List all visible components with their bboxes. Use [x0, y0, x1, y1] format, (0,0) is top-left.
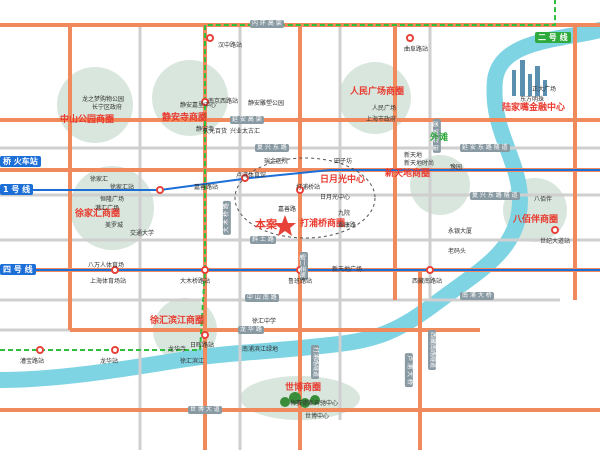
- metro-badge-line4: 四 号 线: [0, 264, 36, 275]
- poi-longzhimeng[interactable]: 龙之梦购物公园: [82, 96, 125, 103]
- district-peoples-square: 人民广场商圈: [350, 87, 405, 97]
- road-fuxing: 复 兴 东 路: [255, 144, 289, 152]
- poi-longhua-temple[interactable]: 龙华寺: [168, 346, 187, 353]
- poi-xintiandi[interactable]: 新天地: [404, 152, 423, 159]
- road-shibo: 世 博 大 道: [188, 406, 222, 414]
- metro-badge-line1: 1 号 线: [0, 184, 34, 195]
- circle-peoples-square: [339, 62, 411, 134]
- poi-80k-stadium[interactable]: 八万人体育场: [88, 262, 125, 269]
- road-yanan: 延 安 高 架: [230, 116, 264, 124]
- road-xietu: 斜 土 路: [250, 236, 276, 244]
- poi-xintiandi-fashion[interactable]: 新天地时尚: [404, 160, 435, 167]
- station-qufu[interactable]: 曲阜路站: [404, 46, 429, 53]
- station-rihui[interactable]: 日晖路站: [190, 342, 215, 349]
- poi-riyue-center[interactable]: 日月光中心: [320, 194, 351, 201]
- poi-tianzifang[interactable]: 田子坊: [334, 158, 353, 165]
- station-jiashan[interactable]: 嘉善路站: [194, 184, 219, 191]
- poi-yongyin[interactable]: 永银大厦: [448, 228, 473, 235]
- station-xujiahui[interactable]: 徐家汇站: [110, 184, 135, 191]
- district-bund: 外滩: [430, 133, 449, 143]
- district-zhongshan-park: 中山公园商圈: [60, 115, 115, 125]
- poi-mercedes-center[interactable]: 梅赛德斯奔驰中心: [290, 400, 339, 407]
- poi-ninth-hospital[interactable]: 九院: [338, 210, 351, 217]
- district-expo: 世博商圈: [285, 383, 322, 393]
- poi-changning-gov[interactable]: 长宁区政府: [92, 104, 123, 111]
- metro-line-1: [0, 169, 600, 191]
- poi-xuhui-riverside[interactable]: 徐汇滨江: [180, 358, 205, 365]
- poi-peoples-square[interactable]: 人民广场: [372, 105, 397, 112]
- district-jingan-temple: 静安寺商圈: [162, 113, 208, 123]
- road-yanan-tunnel: 延 安 东 路 隧 道: [460, 144, 510, 152]
- poi-jiuguang[interactable]: 久光百货: [203, 128, 228, 135]
- district-riyue: 日月光中心: [320, 175, 366, 185]
- poi-xujiahui[interactable]: 徐家汇: [90, 176, 109, 183]
- station-longhua[interactable]: 龙华站: [100, 358, 119, 365]
- project-star: [274, 215, 296, 236]
- train-station-badge: 桥 火车站: [0, 156, 41, 167]
- district-xuhui-riverside: 徐汇滨江商圈: [150, 316, 205, 326]
- poi-xintiandi-plaza[interactable]: 新天地广场: [332, 266, 363, 273]
- district-xintiandi: 新天地商圈: [385, 169, 431, 179]
- station-caobao[interactable]: 漕宝路站: [20, 358, 45, 365]
- poi-nanpu-greenland[interactable]: 南浦滨江绿地: [242, 346, 279, 353]
- poi-oriental-pearl[interactable]: 东方明珠: [520, 96, 545, 103]
- project-radius: [234, 157, 376, 239]
- metro-badge-line2: 二 号 线: [535, 32, 571, 43]
- road-fuxing-tunnel: 复 兴 东 路 隧 道: [470, 192, 520, 200]
- poi-ganghui[interactable]: 港汇广场: [95, 205, 120, 212]
- station-markers: [36, 34, 559, 354]
- poi-old-pier[interactable]: 老码头: [448, 248, 467, 255]
- poi-taikang-rd[interactable]: 泰康路: [338, 222, 357, 229]
- poi-sculpture-park[interactable]: 静安雕塑公园: [248, 100, 285, 107]
- lujiazui-skyline: [512, 60, 547, 96]
- poi-luwan-gym[interactable]: 卢湾体育馆: [236, 172, 267, 179]
- poi-expo-center[interactable]: 世博中心: [305, 413, 330, 420]
- poi-metro-city[interactable]: 美罗城: [105, 222, 124, 229]
- station-dapuqiao[interactable]: 打浦桥站: [296, 184, 321, 191]
- poi-jiaotong-university[interactable]: 交通大学: [130, 230, 155, 237]
- district-bajiao: 八佰伴商圈: [513, 215, 559, 225]
- poi-babaiban[interactable]: 八佰伴: [534, 196, 553, 203]
- road-dapu-tunnel: 打浦路隧道: [311, 344, 320, 380]
- road-damuqiao: 大 木 桥 路: [222, 201, 231, 235]
- district-dapuqiao: 打浦桥商圈: [300, 219, 346, 229]
- station-nanjing-west[interactable]: 南京西路站: [208, 98, 239, 105]
- poi-super-brand[interactable]: 正大广场: [532, 86, 557, 93]
- metro-line-green: [0, 0, 556, 351]
- expo-trees: [280, 392, 320, 408]
- road-longhua: 龙 华 路: [238, 326, 264, 334]
- poi-grand-gateway[interactable]: 恒隆广场: [100, 196, 125, 203]
- road-lupu: 卢 浦 大 桥: [404, 353, 413, 387]
- road-zhongshan-south: 中 山 南 路: [245, 294, 279, 302]
- poi-jiashan-rd[interactable]: 嘉善路: [278, 206, 297, 213]
- district-xujiahui: 徐家汇商圈: [75, 209, 121, 219]
- station-hanzhong[interactable]: 汉中路站: [218, 42, 243, 49]
- project-label[interactable]: 本案: [255, 218, 277, 231]
- poi-jingan-temple[interactable]: 静安寺: [196, 126, 215, 133]
- poi-xingye-taikoo[interactable]: 兴业太古汇: [230, 128, 261, 135]
- station-xizang-south[interactable]: 西藏南路站: [412, 278, 443, 285]
- poi-city-gov[interactable]: 上海市政府: [366, 116, 397, 123]
- station-damuqiao[interactable]: 大木桥路站: [180, 278, 211, 285]
- circle-jingan: [152, 60, 228, 136]
- poi-yuyuan[interactable]: 豫园: [450, 164, 463, 171]
- road-xizang-tunnel: 西藏南路隧道: [428, 329, 437, 371]
- road-inner-ring: 内 环 高 架: [250, 20, 284, 28]
- station-century-ave[interactable]: 世纪大道站: [540, 238, 571, 245]
- poi-ruijin-hospital[interactable]: 瑞金医院: [264, 158, 289, 165]
- station-luban[interactable]: 鲁班路站: [288, 278, 313, 285]
- circle-zhongshan: [57, 67, 133, 143]
- poi-xuhui-school[interactable]: 徐汇中学: [252, 318, 277, 325]
- district-lujiazui: 陆家嘴金融中心: [502, 103, 566, 113]
- circle-xujiahui: [70, 166, 154, 250]
- poi-jingan-kerry[interactable]: 静安嘉里中心: [180, 102, 217, 109]
- road-nanpu: 南 浦 大 桥: [460, 292, 494, 300]
- station-shanghai-stadium[interactable]: 上海体育场站: [90, 278, 127, 285]
